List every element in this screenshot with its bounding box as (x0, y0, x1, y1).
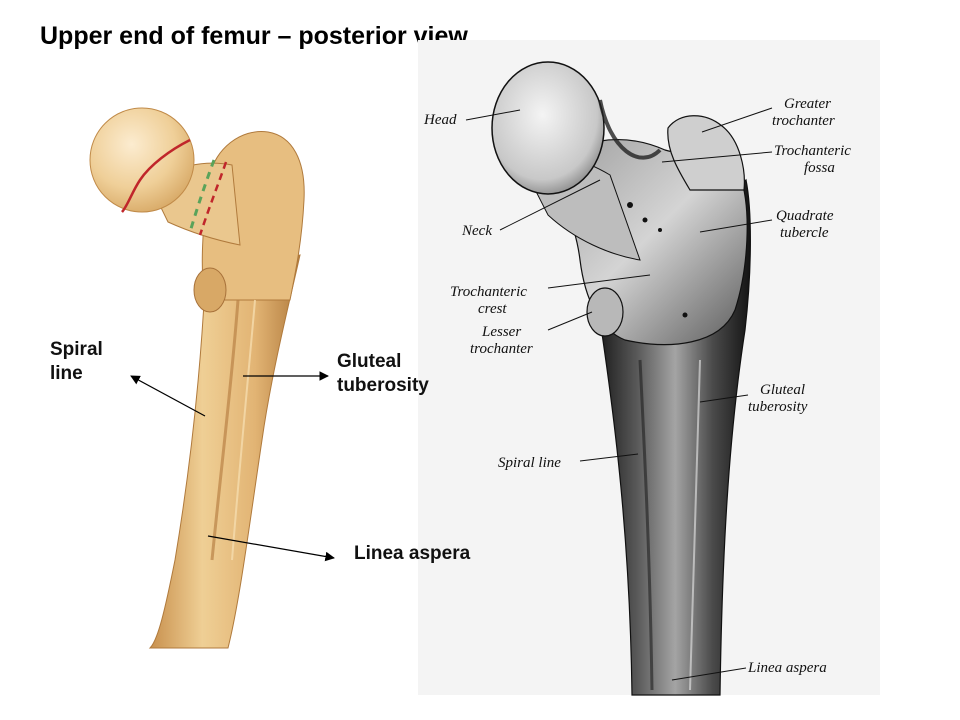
left-femur-shaft (148, 254, 301, 649)
greater-trochanter-line1: Greater (784, 96, 831, 112)
right-label-trochanteric-crest: Trochanteric crest (450, 284, 531, 317)
right-label-lesser-trochanter: Lesser trochanter (470, 324, 533, 357)
right-label-quadrate-tubercle: Quadrate tubercle (776, 208, 837, 241)
left-label-linea-aspera: Linea aspera (354, 543, 471, 564)
left-femur-head (89, 107, 195, 213)
left-femur-illustration (89, 107, 305, 649)
left-label-gluteal-tuberosity: Gluteal tuberosity (337, 350, 429, 398)
spiral-line-line1: Spiral (50, 339, 103, 360)
gluteal-tuberosity-line1: Gluteal (337, 351, 402, 372)
trochanteric-crest-line2: crest (478, 301, 507, 317)
gluteal-tuberosity-r-line1: Gluteal (760, 382, 805, 398)
gluteal-tuberosity-line2: tuberosity (337, 375, 429, 396)
quadrate-tubercle-line2: tubercle (780, 225, 829, 241)
right-label-gluteal-tuberosity: Gluteal tuberosity (748, 382, 809, 415)
left-label-spiral-line: Spiral line (50, 338, 103, 386)
lesser-trochanter-line1: Lesser (481, 324, 521, 340)
slide-title: Upper end of femur – posterior view (40, 22, 468, 50)
right-femur-illustration (418, 40, 880, 696)
linea-aspera-arrow (207, 535, 335, 562)
right-leader-lines (465, 107, 773, 681)
gluteal-tuberosity-r-line2: tuberosity (748, 399, 808, 415)
left-capsule-line (121, 138, 191, 213)
spiral-line-line2: line (50, 363, 83, 384)
left-capsule-dashed-green (188, 159, 216, 233)
greater-trochanter-line2: trochanter (772, 113, 835, 129)
right-label-linea-aspera: Linea aspera (747, 660, 827, 676)
right-label-spiral-line: Spiral line (498, 455, 561, 471)
right-label-neck: Neck (461, 223, 492, 239)
trochanteric-fossa-line2: fossa (804, 160, 835, 176)
trochanteric-fossa-line1: Trochanteric (774, 143, 851, 159)
quadrate-tubercle-line1: Quadrate (776, 208, 834, 224)
left-capsule-dashed-red (198, 161, 228, 236)
right-label-trochanteric-fossa: Trochanteric fossa (774, 143, 855, 176)
right-lesser-trochanter (586, 287, 624, 337)
trochanteric-crest-line1: Trochanteric (450, 284, 527, 300)
spiral-line-arrow (130, 375, 206, 417)
left-lesser-trochanter (193, 267, 227, 313)
right-femur-head (491, 61, 605, 195)
lesser-trochanter-line2: trochanter (470, 341, 533, 357)
right-label-head: Head (423, 112, 457, 128)
right-label-greater-trochanter: Greater trochanter (772, 96, 835, 129)
